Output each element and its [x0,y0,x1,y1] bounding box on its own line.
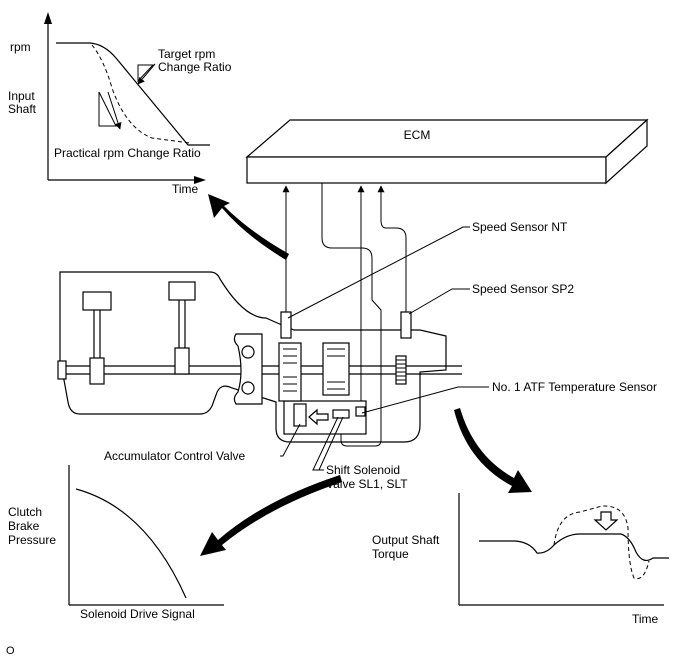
clutch-graph-y-label-line3: Pressure [8,533,56,547]
label-shift-solenoid-line1: Shift Solenoid [326,463,400,477]
output-graph-y-label-line2: Torque [372,547,409,561]
input-graph-y-arrowhead [44,12,52,24]
input-graph-x-arrowhead [194,176,206,184]
converter-lower-ring [241,381,255,395]
atf-temperature-sensor [355,406,366,417]
left-piston-head [82,291,112,311]
torque-converter [233,333,263,405]
label-speed-sensor-nt: Speed Sensor NT [472,220,568,234]
ecm-module: ECM [245,118,649,185]
shift-solenoid-valve [332,409,350,419]
curved-arrow-to-output-graph [454,408,532,493]
wire-atf-sensor [356,185,365,414]
left-piston-clutch [89,357,105,385]
output-torque-curve [479,533,669,562]
curved-arrow-to-input-graph [208,194,289,260]
right-piston-clutch [174,347,190,375]
label-atf-temp-sensor: No. 1 ATF Temperature Sensor [492,380,657,394]
clutch-graph-x-label: Solenoid Drive Signal [80,607,195,621]
output-gear-teeth [396,359,406,381]
practical-ratio-pointer [107,91,122,130]
input-shaft-graph: rpm Input Shaft Target rpm Change Ratio … [8,12,232,196]
input-graph-y-label-line2: Shaft [8,102,37,116]
leader-accumulator [280,423,301,457]
output-graph-x-label: Time [632,612,659,626]
leader-solenoid-b [318,416,344,471]
output-gear [395,355,407,385]
torque-reduction-arrow [593,511,619,531]
label-accumulator-valve: Accumulator Control Valve [104,449,245,463]
practical-rpm-label: Practical rpm Change Ratio [54,146,201,160]
speed-sensor-nt [280,311,292,339]
accumulator-control-valve [293,403,307,427]
output-torque-graph: Output Shaft Torque Time [372,493,669,626]
ecm-side-face [605,118,648,185]
curved-arrow-to-clutch-graph [200,475,342,556]
input-graph-x-label: Time [172,182,199,196]
shaft-end-cap [57,360,67,380]
ecm-label: ECM [404,128,431,142]
leader-speed-sensor-nt [287,226,470,319]
input-graph-y-label-line1: Input [8,89,35,103]
clutch-pressure-curve [75,488,187,599]
right-piston-head [168,281,196,301]
leader-solenoid-a [312,416,339,471]
target-ratio-triangle [137,64,155,83]
target-rpm-label-line2: Change Ratio [158,60,232,74]
input-graph-unit: rpm [10,40,31,54]
label-speed-sensor-sp2: Speed Sensor SP2 [472,282,574,296]
clutch-pressure-graph: Clutch Brake Pressure Solenoid Drive Sig… [8,465,224,621]
footer-code: O [6,645,15,657]
gear-set-1 [278,342,302,402]
gear-set-2 [322,342,350,396]
target-rpm-label-line1: Target rpm [158,47,215,61]
gear-set-2-teeth [327,348,345,390]
callout-leaders [280,226,489,471]
leader-atf-sensor [361,386,489,414]
target-rpm-curve [56,42,210,146]
hydraulic-flow-arrow [308,408,329,426]
target-ratio-pointer [137,63,156,85]
wire-sp2-sensor [377,185,407,312]
ecm-front-face [246,156,607,184]
ecm-top-face [245,119,649,158]
speed-sensor-sp2 [400,311,412,339]
transmission-housing [59,271,447,443]
gear-set-1-teeth [283,348,297,392]
output-graph-y-label-line1: Output Shaft [372,533,440,547]
converter-upper-ring [241,345,255,359]
clutch-graph-y-label-line2: Brake [8,519,40,533]
transmission-assembly [57,271,462,443]
leader-speed-sensor-sp2 [408,288,470,315]
label-shift-solenoid-line2: Valve SL1, SLT [326,477,408,491]
wire-solenoid-output [321,183,382,447]
practical-ratio-triangle [98,91,117,127]
clutch-graph-y-label-line1: Clutch [8,505,42,519]
output-torque-dashed-curve [553,505,650,580]
